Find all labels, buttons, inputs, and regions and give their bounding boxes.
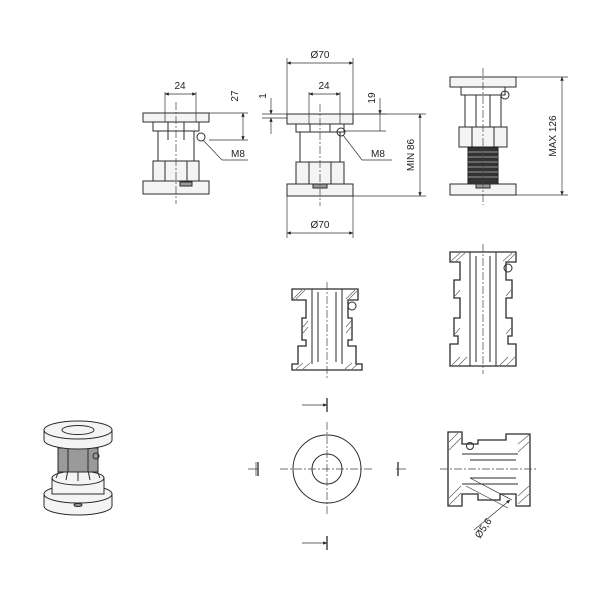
front-view-compact [142, 102, 210, 204]
thread-callout-left: M8 [202, 139, 248, 161]
thread-callout-mid: M8 [342, 134, 392, 161]
dimension-label-19: 19 [367, 92, 378, 104]
dimension-label-1: 1 [258, 93, 269, 99]
dimension-27: 27 [209, 90, 248, 141]
dimension-max-126: MAX 126 [516, 76, 568, 196]
dimension-24-mid: 24 [308, 81, 341, 124]
isometric-view [43, 420, 113, 516]
thread-label-mid: M8 [371, 149, 385, 160]
section-markers [248, 398, 406, 550]
front-view-minimum [286, 104, 354, 206]
dimension-min-86: MIN 86 [353, 113, 426, 197]
dimension-label-diameter-70-bottom: Ø70 [311, 220, 330, 231]
dimension-1: 1 [258, 93, 287, 134]
plan-view [280, 422, 374, 516]
dimension-24-left: 24 [164, 81, 197, 122]
dimension-19: 19 [344, 92, 386, 132]
dimension-label-min-86: MIN 86 [406, 138, 417, 171]
section-view-extended [449, 244, 517, 374]
dimension-label-24-left: 24 [174, 81, 186, 92]
dimension-label-24-mid: 24 [318, 81, 330, 92]
dimension-hole-5-6: Ø5,6 [465, 477, 513, 541]
dimension-label-diameter-70-top: Ø70 [311, 50, 330, 61]
thread-label-left: M8 [231, 149, 245, 160]
front-view-extended [449, 68, 517, 205]
dimension-label-hole-5-6: Ø5,6 [473, 516, 494, 540]
dimension-label-max-126: MAX 126 [548, 115, 559, 157]
section-view-compact [291, 282, 363, 378]
dimension-diameter-70-top: Ø70 [286, 50, 354, 114]
dimension-label-27: 27 [230, 90, 241, 102]
dimension-diameter-70-bottom: Ø70 [286, 196, 354, 238]
side-section-view [440, 431, 538, 507]
